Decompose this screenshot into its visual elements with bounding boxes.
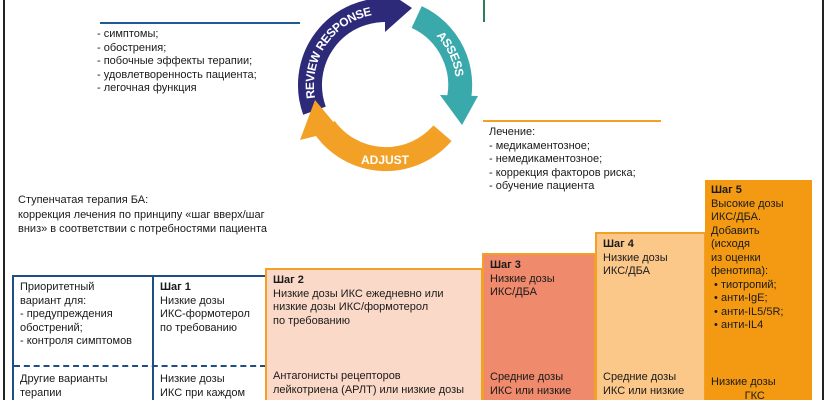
step-3-other: Средние дозы ИКС или низкие [490,371,572,397]
review-list: - симптомы;- обострения;- побочные эффек… [97,28,257,96]
step-4-other: Средние дозы ИКС или низкие [603,371,685,397]
adjust-arrowhead [300,100,340,140]
review-item: - легочная функция [97,82,197,94]
review-item: - симптомы; [97,28,159,40]
adjust-item: - обучение пациента [489,180,595,192]
review-item: - обострения; [97,41,167,54]
row-divider-dashed [14,365,266,367]
review-item: - удовлетворенность пациента; [97,68,257,81]
step-5-other: Низкие дозы ГКС [711,376,776,400]
adjust-arc [315,120,452,172]
assess-arrowhead [440,95,478,125]
review-response-label: REVIEW RESPONSE [303,4,373,99]
step-3-title: Шаг 3 [490,259,521,271]
outer-frame [3,0,824,400]
review-item: - побочные эффекты терапии; [97,55,253,67]
adjust-title: Лечение: [489,126,536,138]
step-2-preferred: Низкие дозы ИКС ежедневно или низкие доз… [273,287,444,327]
step-1-other: Низкие дозы ИКС при каждом [160,373,246,399]
step-3-preferred: Низкие дозы ИКС/ДБА [490,272,555,299]
review-arc [298,0,391,115]
step-2-other: Антагонисты рецепторов лейкотриена (АРЛТ… [273,370,465,396]
preferred-row-label: Приоритетный вариант для: - предупрежден… [20,281,133,347]
step-2-title: Шаг 2 [273,274,304,286]
adjust-item: - немедикаментозное; [489,153,603,165]
svg-text:REVIEW RESPONSE: REVIEW RESPONSE [303,4,373,99]
stepwise-description: коррекция лечения по принципу «шаг вверх… [18,209,267,235]
other-row-label: Другие варианты терапии [20,373,108,399]
stepwise-title: Ступенчатая терапия БА: [18,194,149,206]
adjust-label: ADJUST [361,153,410,167]
row-labels: Приоритетный вариант для: - предупрежден… [12,275,153,400]
step-1-title: Шаг 1 [160,281,191,293]
step-5-preferred: Высокие дозы ИКС/ДБА. Добавить (исходя и… [711,197,784,332]
review-divider [100,22,300,24]
assess-arc [411,6,473,106]
adjust-block: Лечение:- медикаментозное;- немедикамент… [489,126,636,194]
step-4-preferred: Низкие дозы ИКС/ДБА [603,251,668,278]
step-4-title: Шаг 4 [603,238,634,250]
adjust-item: - медикаментозное; [489,139,590,152]
step-1-preferred: Низкие дозы ИКС-формотерол по требованию [160,294,250,334]
review-arrowhead [385,0,412,32]
adjust-item: - коррекция факторов риска; [489,166,636,179]
adjust-divider [483,120,661,122]
step-5-title: Шаг 5 [711,184,742,196]
